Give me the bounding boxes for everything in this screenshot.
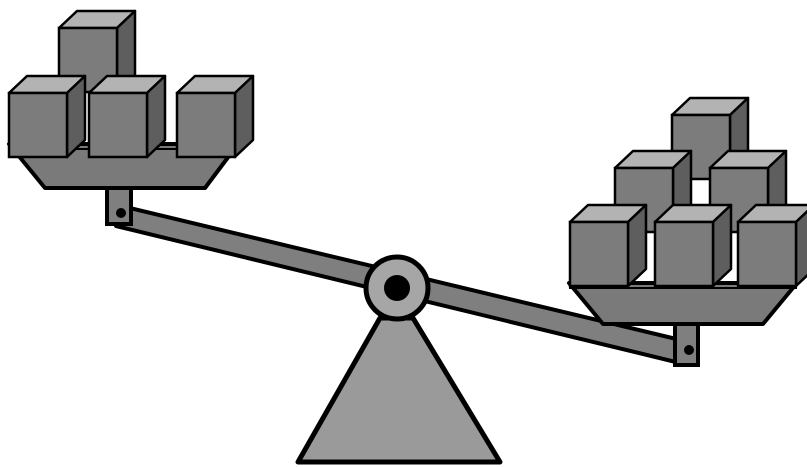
fulcrum-stand — [298, 318, 500, 462]
left-hanger-pin — [116, 208, 126, 218]
right-block-bottom-3 — [738, 205, 807, 286]
right-hanger-pin — [684, 345, 694, 355]
left-blocks — [9, 11, 253, 157]
left-pan-hanger — [107, 186, 131, 224]
right-blocks — [570, 98, 807, 286]
right-pan-hanger — [675, 324, 698, 365]
right-block-bottom-1 — [570, 205, 646, 286]
left-block-3 — [177, 76, 253, 157]
left-block-1 — [9, 76, 85, 157]
right-block-bottom-2 — [655, 205, 731, 286]
left-block-2 — [89, 76, 165, 157]
right-pan — [569, 283, 797, 324]
pivot-hole — [384, 275, 410, 301]
